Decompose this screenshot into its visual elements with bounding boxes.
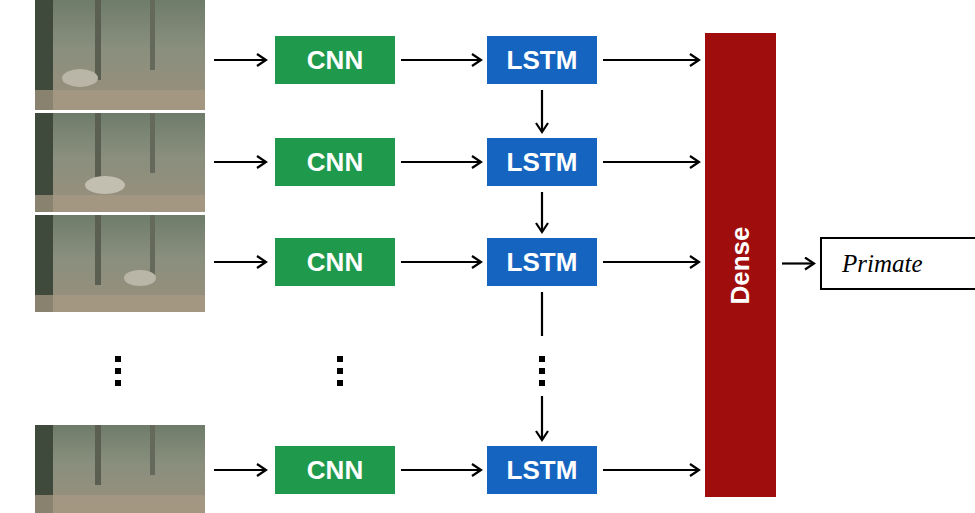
arrow-connector: [541, 192, 543, 232]
camera-trap-frame: [35, 0, 205, 110]
lstm-block: LSTM: [487, 138, 597, 186]
node-label: CNN: [307, 247, 363, 278]
arrow-connector: [782, 262, 814, 264]
arrow-connector: [541, 292, 543, 440]
camera-trap-frame: [35, 215, 205, 312]
camera-trap-frame: [35, 113, 205, 212]
arrow-connector: [603, 161, 699, 163]
camera-trap-frame: [35, 425, 205, 513]
node-label: Primate: [842, 250, 923, 278]
arrow-connector: [603, 469, 699, 471]
node-label: CNN: [307, 455, 363, 486]
arrow-connector: [401, 59, 481, 61]
arrow-connector: [401, 469, 481, 471]
arrow-connector: [401, 161, 481, 163]
node-label: LSTM: [507, 45, 578, 76]
node-label: LSTM: [507, 455, 578, 486]
cnn-block: CNN: [275, 36, 395, 84]
node-label: CNN: [307, 147, 363, 178]
input-arrow: [214, 60, 266, 470]
node-label: Dense: [725, 226, 756, 304]
arrow-connector: [603, 59, 699, 61]
output-label-box: Primate: [820, 237, 975, 290]
cnn-block: CNN: [275, 446, 395, 494]
ellipsis-dots: [115, 356, 545, 386]
lstm-block: LSTM: [487, 238, 597, 286]
node-label: LSTM: [507, 247, 578, 278]
lstm-block: LSTM: [487, 446, 597, 494]
cnn-block: CNN: [275, 138, 395, 186]
dense-layer: Dense: [705, 33, 776, 497]
cnn-block: CNN: [275, 238, 395, 286]
arrow-connector: [603, 261, 699, 263]
node-label: CNN: [307, 45, 363, 76]
lstm-block: LSTM: [487, 36, 597, 84]
node-label: LSTM: [507, 147, 578, 178]
arrow-connector: [401, 261, 481, 263]
arrow-connector: [541, 90, 543, 132]
